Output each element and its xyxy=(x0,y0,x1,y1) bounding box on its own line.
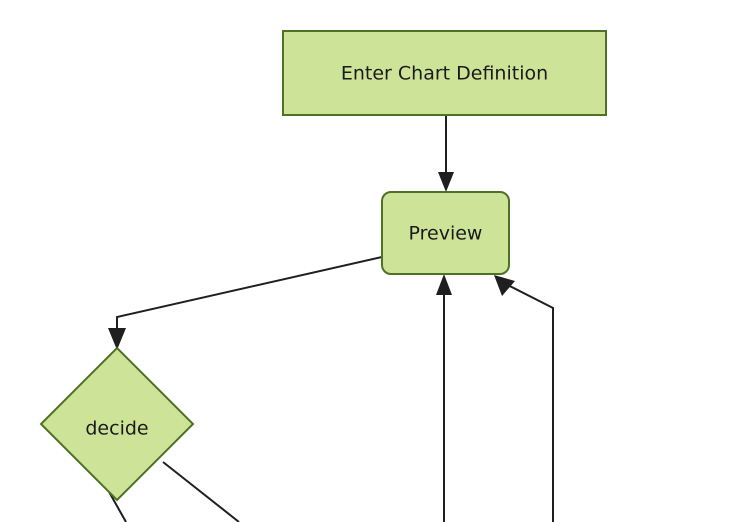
edge-preview-to-decide xyxy=(108,256,383,350)
node-decide-shape[interactable] xyxy=(39,346,195,502)
node-enter-chart-definition-label: Enter Chart Definition xyxy=(341,63,548,85)
node-preview-shape[interactable] xyxy=(381,191,510,275)
edge-decide-right-out xyxy=(162,461,240,522)
edge-preview-to-decide-line xyxy=(116,256,383,340)
edge-decide-right-out-line xyxy=(162,461,240,522)
edge-enter-to-preview xyxy=(438,115,454,192)
edge-bottom-right-to-preview xyxy=(494,275,554,522)
edge-bottom-right-to-preview-line xyxy=(499,280,554,522)
node-enter-chart-definition-shape[interactable] xyxy=(282,30,607,116)
node-preview[interactable]: Preview xyxy=(381,191,510,275)
node-decide-label: decide xyxy=(85,418,148,440)
edge-bottom-center-to-preview-arrowhead xyxy=(436,274,452,295)
node-decide[interactable]: decide xyxy=(39,346,195,502)
edge-layer xyxy=(107,115,554,522)
node-enter-chart-definition[interactable]: Enter Chart Definition xyxy=(282,30,607,116)
edge-bottom-right-to-preview-arrowhead xyxy=(494,275,515,296)
edge-enter-to-preview-arrowhead xyxy=(438,172,454,192)
edge-bottom-center-to-preview xyxy=(436,274,452,522)
node-layer: Enter Chart Definition Preview decide xyxy=(39,30,607,502)
edge-preview-to-decide-arrowhead xyxy=(108,328,126,350)
node-preview-label: Preview xyxy=(409,223,483,245)
